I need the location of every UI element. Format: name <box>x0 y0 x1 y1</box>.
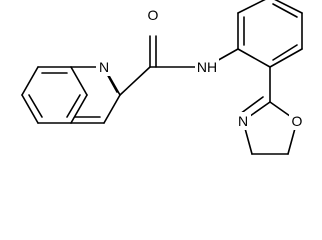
atom-label: O <box>148 7 159 23</box>
oxazoline-nitrogen-atom: N <box>235 112 251 130</box>
double-bond-inner <box>272 3 298 18</box>
double-bond-inner <box>28 94 43 118</box>
chemical-structure: O N NH N O <box>21 0 305 155</box>
bond <box>237 48 271 68</box>
bond <box>103 94 121 124</box>
quinoline-nitrogen-atom: N <box>96 58 112 76</box>
atom-label: NH <box>197 59 217 75</box>
amide-nitrogen-atom: NH <box>195 58 219 76</box>
phenyl-ring <box>205 0 303 68</box>
atom-label: O <box>292 113 303 129</box>
oxazoline-ring <box>239 66 298 155</box>
bond <box>119 66 151 96</box>
amide-group <box>119 35 207 96</box>
double-bond-inner <box>272 44 298 61</box>
bond <box>237 0 266 14</box>
carbonyl-oxygen-atom: O <box>145 6 161 24</box>
double-bond-inner <box>66 94 81 118</box>
bond <box>274 0 303 14</box>
quinoline-pyridine-ring <box>70 66 121 124</box>
bond <box>269 48 303 68</box>
bond <box>21 66 39 96</box>
bond <box>70 66 88 96</box>
bond <box>21 94 39 124</box>
atom-label: N <box>99 59 109 75</box>
oxazoline-oxygen-atom: O <box>289 112 305 130</box>
quinoline-benzo-ring <box>21 66 88 124</box>
atom-label: N <box>238 113 248 129</box>
imine-double-bond <box>239 96 264 115</box>
bond <box>70 94 88 124</box>
double-bond-inner <box>106 73 118 93</box>
